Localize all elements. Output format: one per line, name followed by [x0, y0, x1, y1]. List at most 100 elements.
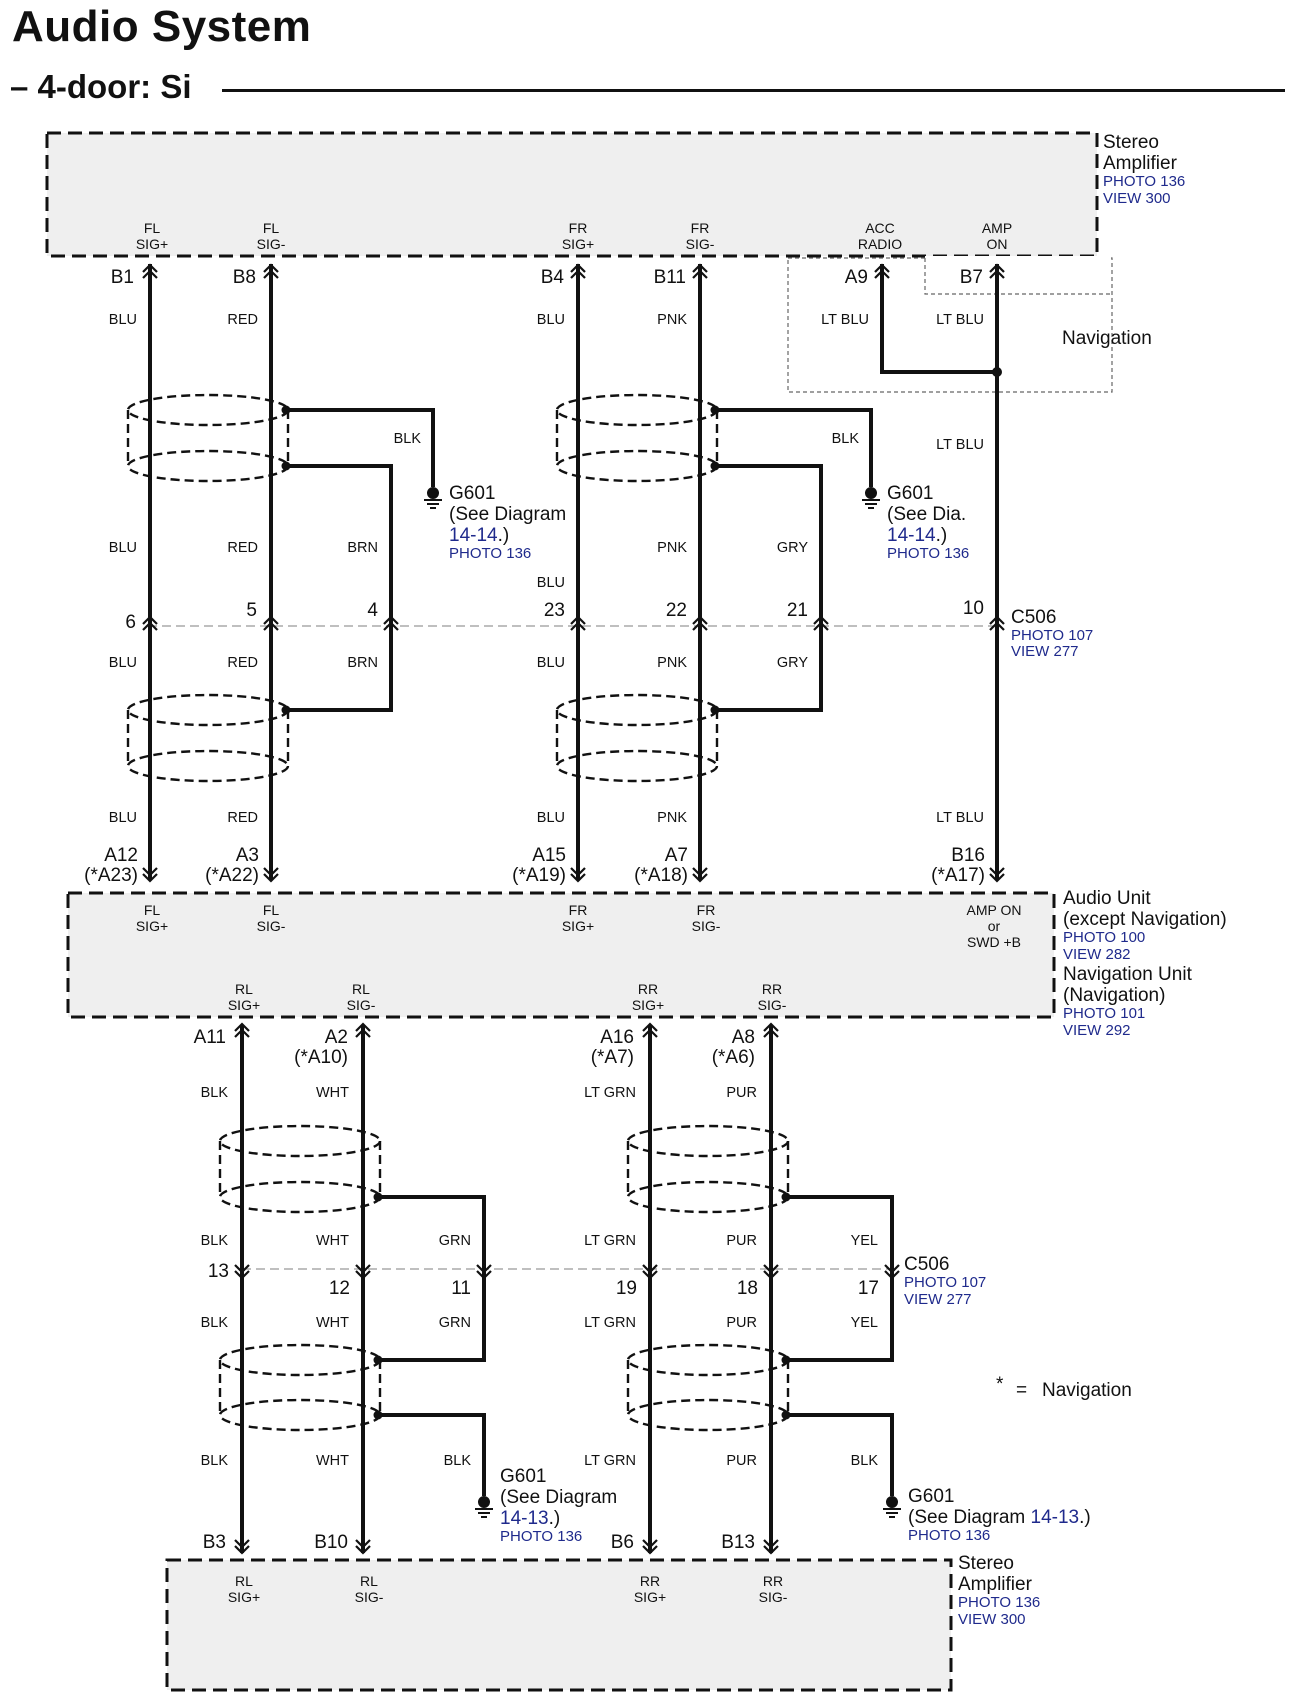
splice-dot	[710, 405, 720, 415]
pin-chevron	[570, 263, 586, 279]
audio-unit-photo-link[interactable]: PHOTO 100	[1063, 929, 1145, 946]
g601-4-photo-link[interactable]: PHOTO 136	[908, 1527, 990, 1544]
g601-3-photo-link[interactable]: PHOTO 136	[500, 1528, 582, 1545]
pin-chevron	[234, 1539, 250, 1555]
wire-color: PNK	[657, 655, 687, 671]
g601-4-close: .)	[1079, 1507, 1091, 1528]
navigation-label: Navigation	[1062, 328, 1152, 349]
g601-1-ref: 14-14.)	[449, 525, 509, 546]
amp-top-view-link[interactable]: VIEW 300	[1103, 190, 1171, 207]
wire-color: LT GRN	[584, 1085, 636, 1101]
wire-color: BLK	[444, 1453, 472, 1469]
pin-b16-alt: (*A17)	[931, 865, 985, 886]
pin-b1: B1	[111, 267, 134, 288]
section-heading: – 4-door: Si	[10, 62, 1285, 112]
wire-color: WHT	[316, 1453, 349, 1469]
c506-pin-chevron	[642, 1264, 658, 1280]
drain-fr-ground	[715, 408, 873, 487]
pin-b6: B6	[611, 1532, 634, 1553]
wire-color: LT GRN	[584, 1315, 636, 1331]
g601-4-ref: (See Diagram 14-13.)	[908, 1507, 1091, 1528]
c506-top-view-link[interactable]: VIEW 277	[1011, 643, 1079, 660]
pin-a3: A3	[236, 845, 259, 866]
splice-dot	[281, 461, 291, 471]
wire-color: RED	[227, 312, 258, 328]
connector-chevrons	[142, 263, 1005, 1555]
g601-1-photo-link[interactable]: PHOTO 136	[449, 545, 531, 562]
wire-color: RED	[227, 540, 258, 556]
pin-b10: B10	[314, 1532, 348, 1553]
wire-color: BLU	[109, 810, 137, 826]
wire-color: RED	[227, 810, 258, 826]
c506-pin-4: 4	[367, 600, 378, 621]
c506-pin-21: 21	[787, 600, 808, 621]
g601-3-diagram-link[interactable]: 14-13	[500, 1508, 549, 1529]
g601-1-diagram-link[interactable]: 14-14	[449, 525, 498, 546]
g601-2-name: G601	[887, 483, 933, 504]
pin-chevron	[142, 263, 158, 279]
ground-icon	[862, 487, 880, 509]
c506-pin-5: 5	[246, 600, 257, 621]
c506-top-photo-link[interactable]: PHOTO 107	[1011, 627, 1093, 644]
amp-bottom-name-2: Amplifier	[958, 1574, 1033, 1595]
legend-text: Navigation	[1042, 1380, 1132, 1401]
splice-dot	[281, 405, 291, 415]
ground-symbols	[424, 487, 901, 1518]
wire-color: GRN	[439, 1315, 471, 1331]
wire-color: LT BLU	[936, 437, 984, 453]
amp-bottom-photo-link[interactable]: PHOTO 136	[958, 1594, 1040, 1611]
pin-a9: A9	[845, 267, 868, 288]
pin-b8: B8	[233, 267, 256, 288]
wire-color: LT BLU	[821, 312, 869, 328]
c506-pin-18: 18	[737, 1278, 758, 1299]
c506-bottom-photo-link[interactable]: PHOTO 107	[904, 1274, 986, 1291]
pin-chevron	[989, 867, 1005, 883]
wire-color: WHT	[316, 1315, 349, 1331]
audio-unit-view-link[interactable]: VIEW 282	[1063, 946, 1131, 963]
amp-bottom-view-link[interactable]: VIEW 300	[958, 1611, 1026, 1628]
c506-pin-chevron	[355, 1264, 371, 1280]
pin-numbers: B1 B8 B4 B11 A9 B7 6 5 4 23 22 21 10 A12…	[84, 267, 985, 1553]
splice-dot	[373, 1192, 383, 1202]
pin-b7: B7	[960, 267, 983, 288]
g601-2-photo-link[interactable]: PHOTO 136	[887, 545, 969, 562]
c506-bottom-view-link[interactable]: VIEW 277	[904, 1291, 972, 1308]
pin-chevron	[355, 1022, 371, 1038]
wire-color: BLK	[394, 431, 422, 447]
pin-b16: B16	[951, 845, 985, 866]
c506-pin-chevron	[884, 1264, 900, 1280]
wire-color: PNK	[657, 540, 687, 556]
stereo-amplifier-bottom-box	[165, 1558, 953, 1692]
pin-chevron	[874, 263, 890, 279]
pin-chevron	[763, 1022, 779, 1038]
wire-color: BRN	[347, 540, 378, 556]
pin-a2-alt: (*A10)	[294, 1047, 348, 1068]
pin-a15: A15	[532, 845, 566, 866]
wire-color: YEL	[851, 1315, 878, 1331]
g601-2-diagram-link[interactable]: 14-14	[887, 525, 936, 546]
wire-color: GRN	[439, 1233, 471, 1249]
pin-chevron	[692, 263, 708, 279]
wire-color: BLK	[201, 1085, 229, 1101]
pin-chevron	[355, 1539, 371, 1555]
pin-chevron	[234, 1022, 250, 1038]
splice-dot	[992, 367, 1002, 377]
navigation-unit-photo-link[interactable]: PHOTO 101	[1063, 1005, 1145, 1022]
navigation-unit-view-link[interactable]: VIEW 292	[1063, 1022, 1131, 1039]
wire-color: LT GRN	[584, 1453, 636, 1469]
pin-b3: B3	[203, 1532, 226, 1553]
wire-color: LT BLU	[936, 810, 984, 826]
pin-b4: B4	[541, 267, 565, 288]
g601-4-diagram-link[interactable]: 14-13	[1031, 1507, 1080, 1528]
amp-top-photo-link[interactable]: PHOTO 136	[1103, 173, 1185, 190]
c506-pin-23: 23	[544, 600, 565, 621]
